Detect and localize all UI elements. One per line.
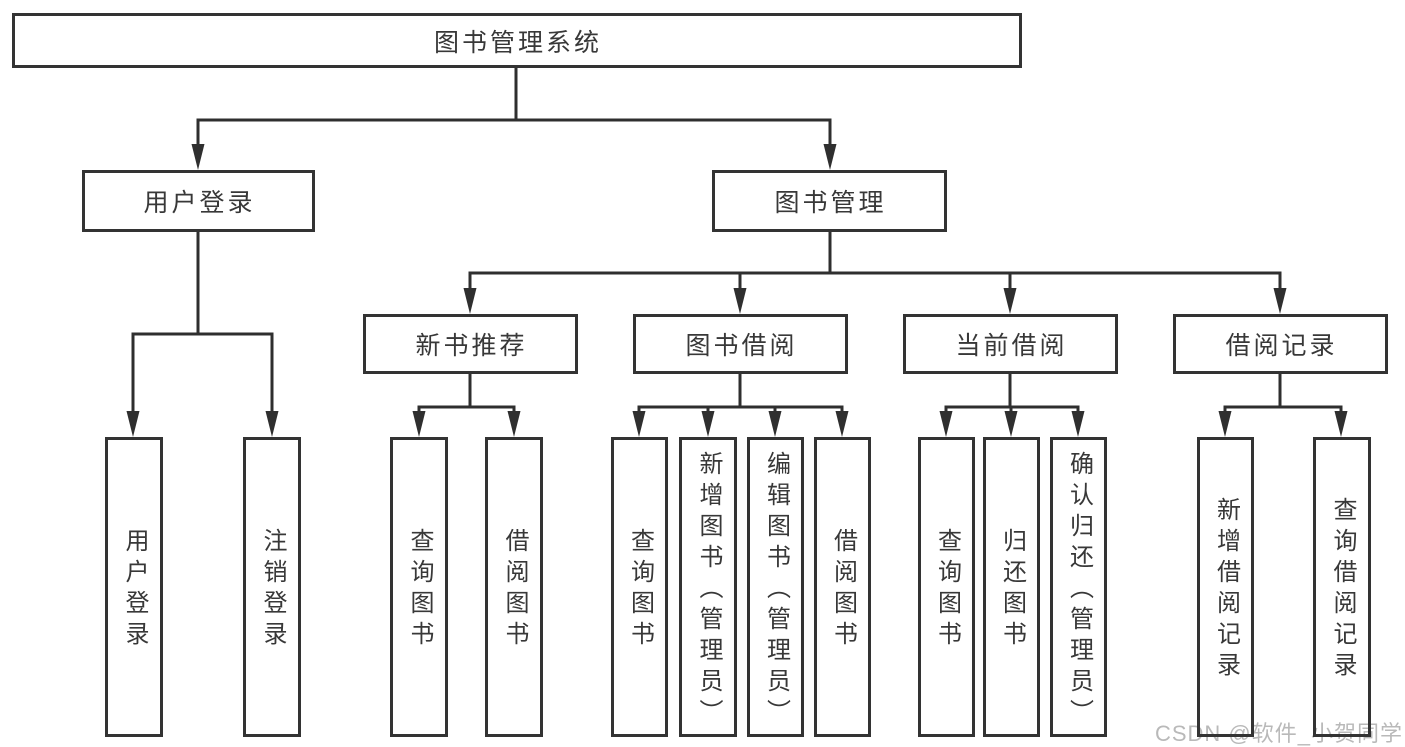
arrowhead-down-icon bbox=[265, 411, 279, 437]
node-label: 用户登录 bbox=[121, 528, 148, 652]
arrowhead-down-icon bbox=[1218, 411, 1232, 437]
node-label: 新增图书（管理员） bbox=[695, 450, 722, 730]
leaf-current-confirm-return-admin: 确认归还（管理员） bbox=[1050, 437, 1107, 737]
node-book-borrowing: 图书借阅 bbox=[633, 314, 848, 374]
leaf-borrowing-query-books: 查询图书 bbox=[611, 437, 668, 737]
leaf-borrowing-borrow-books: 借阅图书 bbox=[814, 437, 871, 737]
node-label: 借阅记录 bbox=[1225, 332, 1338, 360]
node-current-borrowing: 当前借阅 bbox=[903, 314, 1118, 374]
node-label: 新书推荐 bbox=[415, 332, 528, 360]
arrowhead-down-icon bbox=[701, 411, 715, 437]
node-label: 图书借阅 bbox=[685, 332, 798, 360]
arrowhead-down-icon bbox=[463, 288, 477, 314]
arrowhead-down-icon bbox=[939, 411, 953, 437]
node-label: 借阅图书 bbox=[501, 528, 528, 652]
arrowhead-down-icon bbox=[1004, 411, 1018, 437]
arrowhead-down-icon bbox=[1273, 288, 1287, 314]
arrowhead-down-icon bbox=[412, 411, 426, 437]
node-label: 借阅图书 bbox=[829, 528, 857, 652]
arrowhead-down-icon bbox=[733, 288, 747, 314]
node-new-book-recommendation: 新书推荐 bbox=[363, 314, 578, 374]
node-label: 图书管理系统 bbox=[433, 28, 602, 57]
leaf-records-add-record: 新增借阅记录 bbox=[1197, 437, 1254, 737]
node-library-management-system: 图书管理系统 bbox=[12, 13, 1022, 68]
watermark: CSDN @软件_小贺同学 bbox=[1154, 721, 1403, 746]
arrowhead-down-icon bbox=[1334, 411, 1348, 437]
arrowhead-down-icon bbox=[823, 144, 837, 170]
node-label: 查询借阅记录 bbox=[1329, 497, 1356, 683]
arrowhead-down-icon bbox=[768, 411, 782, 437]
leaf-current-return-books: 归还图书 bbox=[983, 437, 1040, 737]
leaf-current-query-books: 查询图书 bbox=[918, 437, 975, 737]
leaf-newbooks-borrow-books: 借阅图书 bbox=[485, 437, 543, 737]
arrowhead-down-icon bbox=[632, 411, 646, 437]
node-label: 查询图书 bbox=[626, 528, 654, 652]
node-user-login: 用户登录 bbox=[82, 170, 315, 232]
arrowhead-down-icon bbox=[191, 144, 205, 170]
leaf-borrowing-edit-books-admin: 编辑图书（管理员） bbox=[747, 437, 804, 737]
node-label: 注销登录 bbox=[259, 528, 286, 652]
leaf-user-login: 用户登录 bbox=[105, 437, 163, 737]
node-label: 查询图书 bbox=[406, 528, 433, 652]
leaf-borrowing-add-books-admin: 新增图书（管理员） bbox=[679, 437, 737, 737]
arrowhead-down-icon bbox=[1071, 411, 1085, 437]
arrowhead-down-icon bbox=[1003, 288, 1017, 314]
node-label: 图书管理 bbox=[774, 189, 887, 217]
node-label: 编辑图书（管理员） bbox=[762, 450, 790, 730]
leaf-logout: 注销登录 bbox=[243, 437, 301, 737]
node-label: 查询图书 bbox=[933, 528, 961, 652]
node-label: 归还图书 bbox=[998, 528, 1026, 652]
node-label: 新增借阅记录 bbox=[1212, 497, 1240, 683]
node-label: 确认归还（管理员） bbox=[1065, 450, 1093, 730]
node-label: 当前借阅 bbox=[955, 332, 1068, 360]
arrowhead-down-icon bbox=[507, 411, 521, 437]
arrowhead-down-icon bbox=[835, 411, 849, 437]
leaf-newbooks-query-books: 查询图书 bbox=[390, 437, 448, 737]
node-book-management: 图书管理 bbox=[712, 170, 947, 232]
node-borrow-records: 借阅记录 bbox=[1173, 314, 1388, 374]
node-label: 用户登录 bbox=[143, 189, 256, 217]
arrowhead-down-icon bbox=[126, 411, 140, 437]
leaf-records-query-record: 查询借阅记录 bbox=[1313, 437, 1371, 737]
